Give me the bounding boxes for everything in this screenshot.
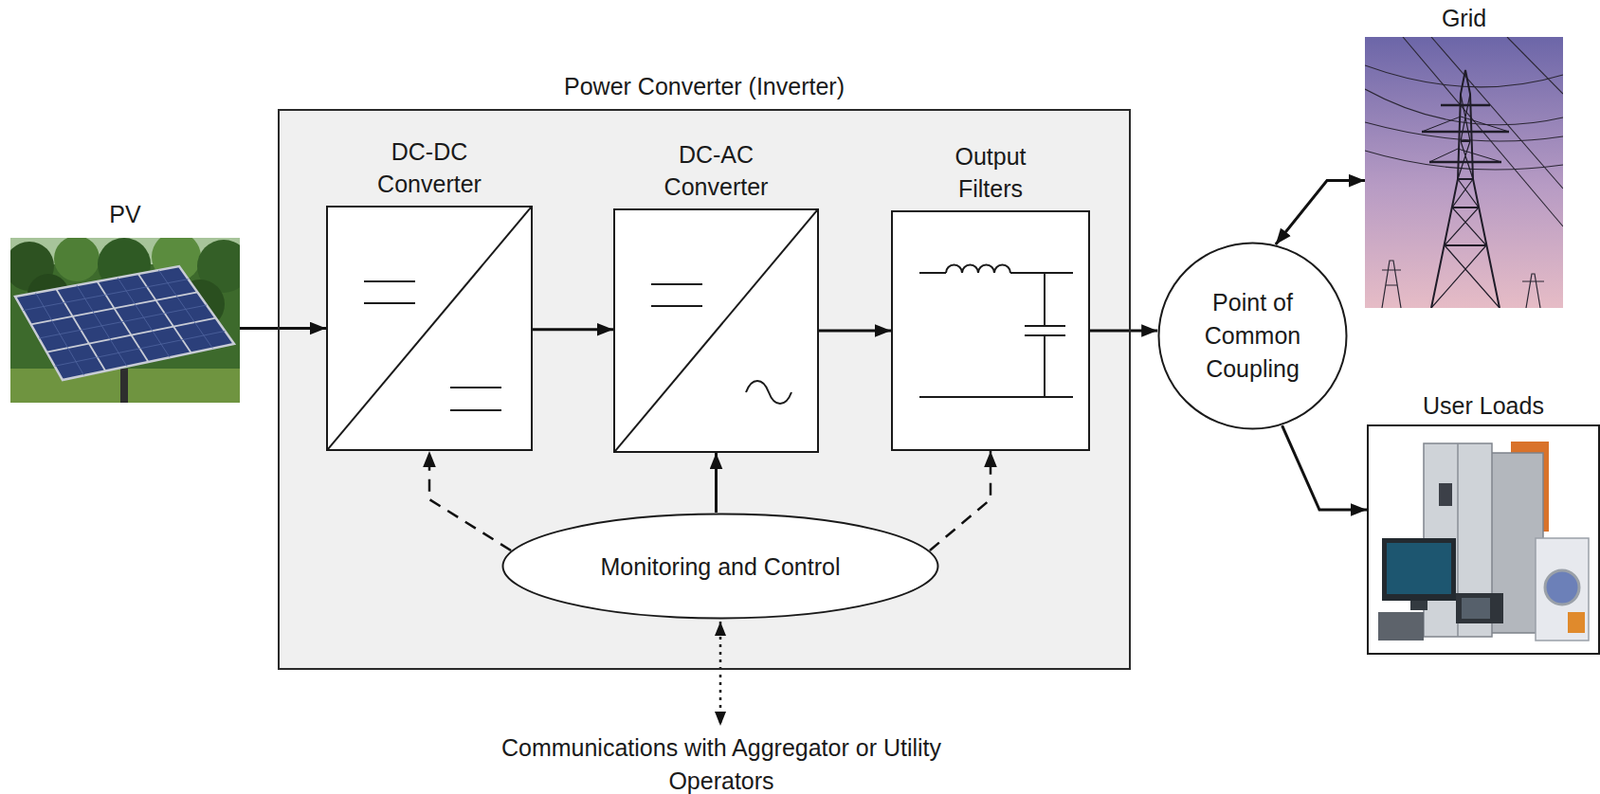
power-flow-arrow bbox=[1282, 425, 1367, 510]
panel-grid bbox=[31, 273, 217, 372]
dc-ac-converter: DC-AC Converter bbox=[613, 208, 819, 454]
power-flow-arrow bbox=[1090, 329, 1158, 333]
node-label: Monitoring and Control bbox=[600, 552, 841, 582]
distant-tower bbox=[1381, 260, 1545, 309]
ellipse-shape bbox=[1159, 243, 1347, 430]
pv-array: PV bbox=[10, 237, 240, 403]
pcc-ellipse: Point of Common Coupling bbox=[1157, 241, 1348, 431]
television bbox=[1381, 538, 1456, 601]
communications-note: Communications with Aggregator or Utilit… bbox=[489, 731, 954, 794]
dc-dc-symbol bbox=[327, 207, 531, 450]
appliances-photo bbox=[1368, 426, 1599, 654]
node-label: Point of Common Coupling bbox=[1191, 286, 1315, 386]
power-flow-arrow bbox=[1275, 181, 1365, 245]
power-lines bbox=[1364, 36, 1564, 227]
output-filters: Output Filters bbox=[890, 210, 1091, 452]
solar-panel bbox=[15, 266, 235, 381]
node-heading: User Loads bbox=[1422, 391, 1545, 420]
power-flow-arrow bbox=[532, 327, 614, 331]
inverter-housing: Power Converter (Inverter) DC-DC Convert… bbox=[277, 109, 1131, 671]
communication-link bbox=[719, 621, 723, 727]
connector-group bbox=[239, 181, 1367, 551]
washing-machine bbox=[1535, 538, 1589, 641]
fridge-dispenser bbox=[1438, 483, 1453, 507]
ellipse-shape bbox=[503, 514, 939, 619]
control-signal-arrow bbox=[929, 451, 991, 551]
node-heading: DC-DC Converter bbox=[358, 135, 501, 200]
node-heading: DC-AC Converter bbox=[645, 138, 788, 203]
tv-screen bbox=[1386, 543, 1452, 595]
evening-sky bbox=[1364, 36, 1564, 309]
washer-door bbox=[1545, 570, 1580, 605]
control-signal-arrow bbox=[429, 451, 511, 551]
node-heading: Power Converter (Inverter) bbox=[563, 72, 845, 101]
power-flow-arrow bbox=[818, 329, 891, 333]
lc-filter-symbol bbox=[892, 212, 1089, 450]
dc-dc-converter: DC-DC Converter bbox=[326, 205, 533, 452]
panel-cells bbox=[22, 270, 225, 376]
microwave bbox=[1455, 593, 1504, 624]
monitoring-ellipse: Monitoring and Control bbox=[501, 512, 940, 620]
panel-pole bbox=[120, 368, 128, 403]
dc-ac-symbol bbox=[615, 210, 818, 452]
power-flow-arrow bbox=[714, 453, 718, 513]
user-loads-box: User Loads bbox=[1366, 424, 1600, 655]
node-heading: PV bbox=[109, 200, 141, 229]
power-grid-photo bbox=[1364, 36, 1564, 309]
stove bbox=[1378, 612, 1424, 641]
solar-panel-photo bbox=[10, 237, 240, 403]
microwave-window bbox=[1461, 598, 1491, 619]
toaster bbox=[1567, 612, 1585, 634]
node-heading: Grid bbox=[1441, 3, 1487, 33]
tv-stand bbox=[1410, 600, 1428, 611]
grid-photo: Grid bbox=[1364, 36, 1564, 309]
power-flow-arrow bbox=[239, 327, 327, 330]
node-heading: Output Filters bbox=[919, 140, 1062, 205]
transmission-tower bbox=[1421, 70, 1510, 309]
grass bbox=[10, 368, 240, 403]
